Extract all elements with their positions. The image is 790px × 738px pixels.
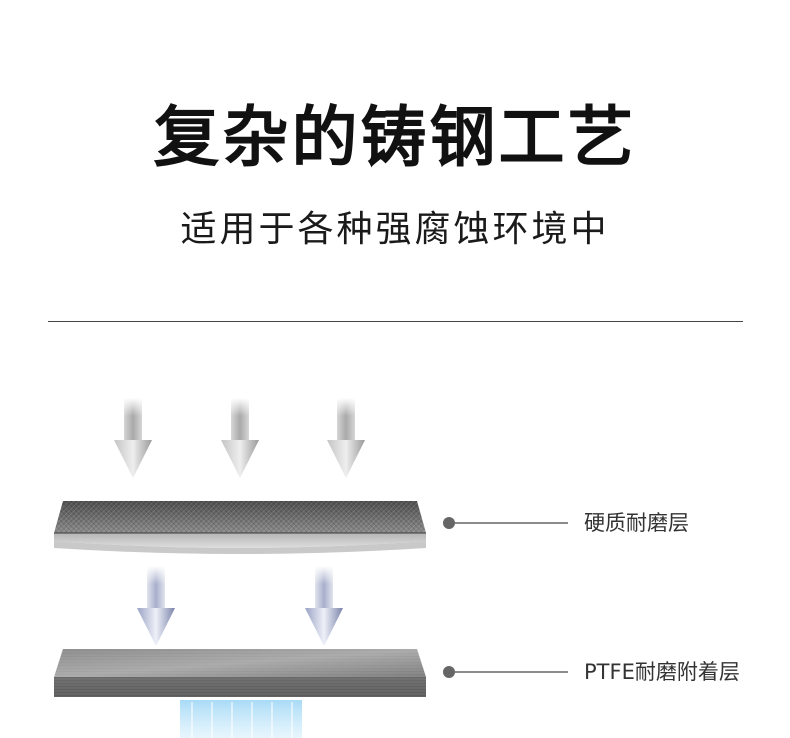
down-arrow-icon (327, 398, 365, 478)
hard-wear-layer-label: 硬质耐磨层 (584, 511, 689, 535)
layer-2-pointer (443, 666, 568, 678)
ptfe-layer-plate (54, 649, 426, 697)
page-subtitle: 适用于各种强腐蚀环境中 (180, 209, 610, 250)
page-title: 复杂的铸钢工艺 (153, 99, 637, 176)
down-arrow-icon (305, 566, 343, 646)
down-arrow-icon (114, 398, 152, 478)
layer-1-pointer (443, 517, 568, 529)
ptfe-layer-label: PTFE耐磨附着层 (584, 660, 740, 684)
divider (48, 321, 743, 322)
ptfe-glow (180, 700, 302, 738)
down-arrow-icon (221, 398, 259, 478)
down-arrow-icon (137, 566, 175, 646)
hard-wear-layer-plate (54, 501, 426, 554)
